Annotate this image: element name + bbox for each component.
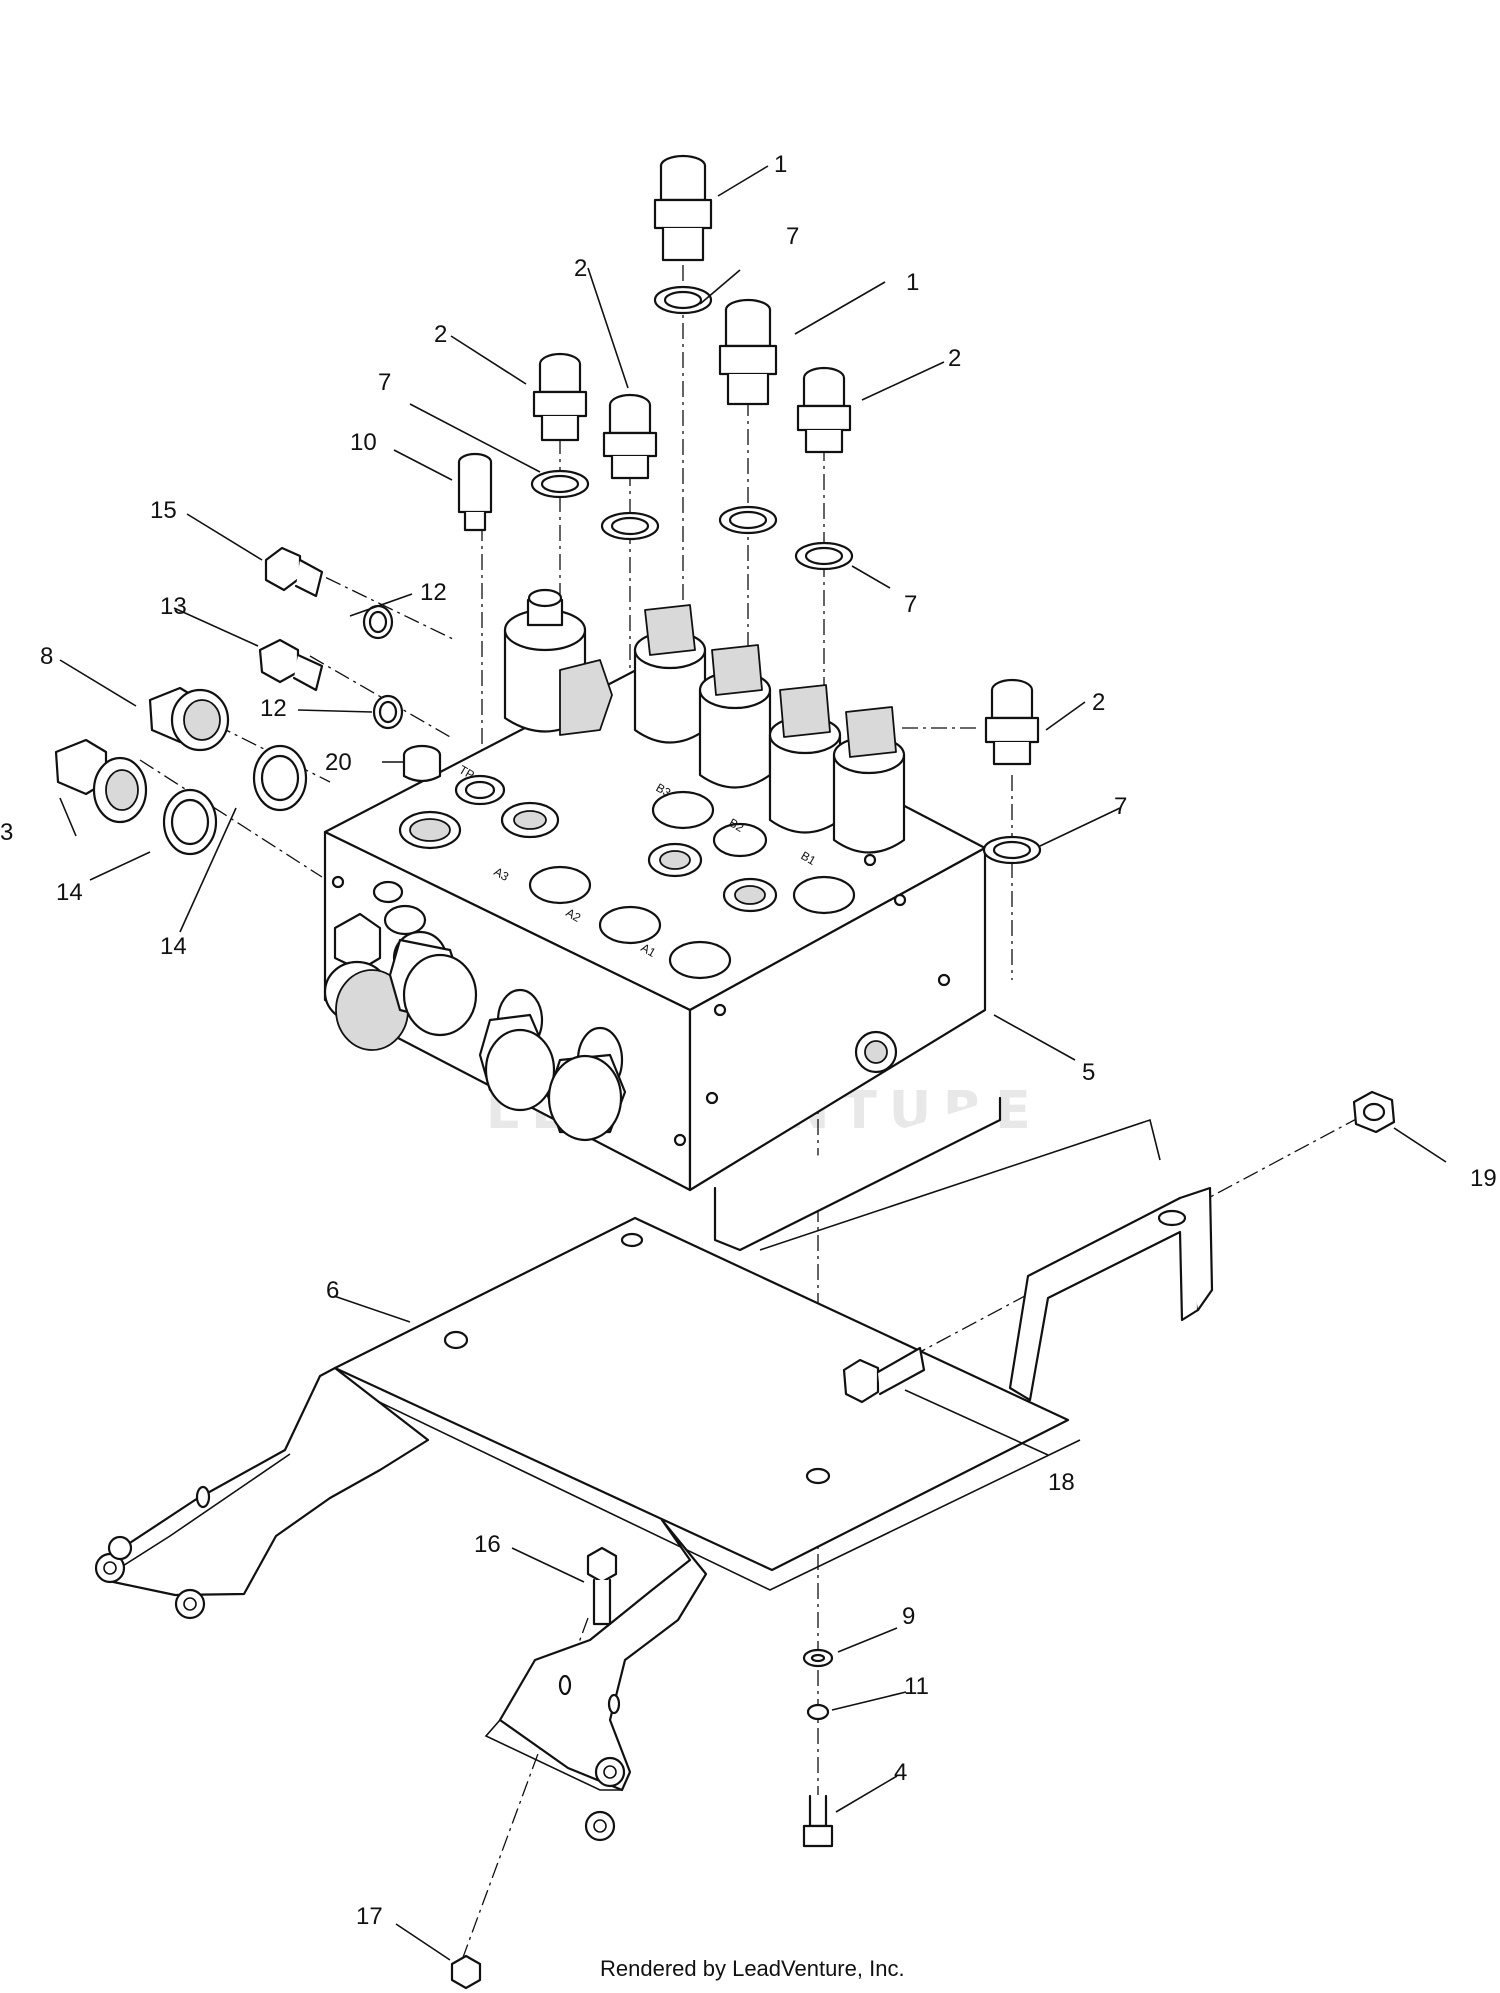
callout-8: 8 — [40, 643, 53, 670]
svg-text:B1: B1 — [799, 848, 819, 868]
fasteners — [450, 1090, 1396, 1990]
callout-14: 14 — [160, 933, 187, 960]
callout-3: 3 — [0, 819, 13, 846]
callout-12: 12 — [420, 579, 447, 606]
footer-credit: Rendered by LeadVenture, Inc. — [600, 1956, 905, 1981]
callout-13: 13 — [160, 593, 187, 620]
callout-1: 1 — [906, 269, 919, 296]
callout-16: 16 — [474, 1531, 501, 1558]
solenoid-valves — [503, 588, 906, 854]
callout-15: 15 — [150, 497, 177, 524]
svg-text:A3: A3 — [492, 864, 512, 884]
svg-text:TP: TP — [457, 762, 477, 782]
callout-2: 2 — [948, 345, 961, 372]
callout-labels: 1 1 2 2 2 2 3 4 5 6 7 7 7 7 8 9 10 11 12… — [0, 151, 1497, 1930]
callout-18: 18 — [1048, 1469, 1075, 1496]
callout-1: 1 — [774, 151, 787, 178]
callout-17: 17 — [356, 1903, 383, 1930]
callout-10: 10 — [350, 429, 377, 456]
callout-2: 2 — [434, 321, 447, 348]
callout-9: 9 — [902, 1603, 915, 1630]
callout-2: 2 — [574, 255, 587, 282]
svg-text:B2: B2 — [727, 815, 747, 835]
callout-7: 7 — [904, 591, 917, 618]
callout-4: 4 — [894, 1759, 907, 1786]
callout-7: 7 — [378, 369, 391, 396]
leader-lines — [59, 165, 1447, 1961]
callout-2: 2 — [1092, 689, 1105, 716]
callout-14: 14 — [56, 879, 83, 906]
svg-text:A2: A2 — [564, 905, 584, 925]
callout-6: 6 — [326, 1277, 339, 1304]
svg-text:A1: A1 — [639, 940, 659, 960]
port-labels: A1 A2 A3 B1 B2 B3 TP — [457, 762, 819, 960]
callout-7: 7 — [786, 223, 799, 250]
callout-5: 5 — [1082, 1059, 1095, 1086]
callout-20: 20 — [325, 749, 352, 776]
callout-7: 7 — [1114, 793, 1127, 820]
valve-manifold: A1 A2 A3 B1 B2 B3 TP — [323, 666, 987, 1192]
mounting-bracket — [94, 1096, 1214, 1842]
callout-12: 12 — [260, 695, 287, 722]
callout-11: 11 — [904, 1673, 929, 1700]
callout-19: 19 — [1470, 1165, 1497, 1192]
svg-text:B3: B3 — [654, 780, 674, 800]
hydraulic-fittings — [54, 154, 1040, 824]
seal-rings — [162, 285, 1042, 865]
